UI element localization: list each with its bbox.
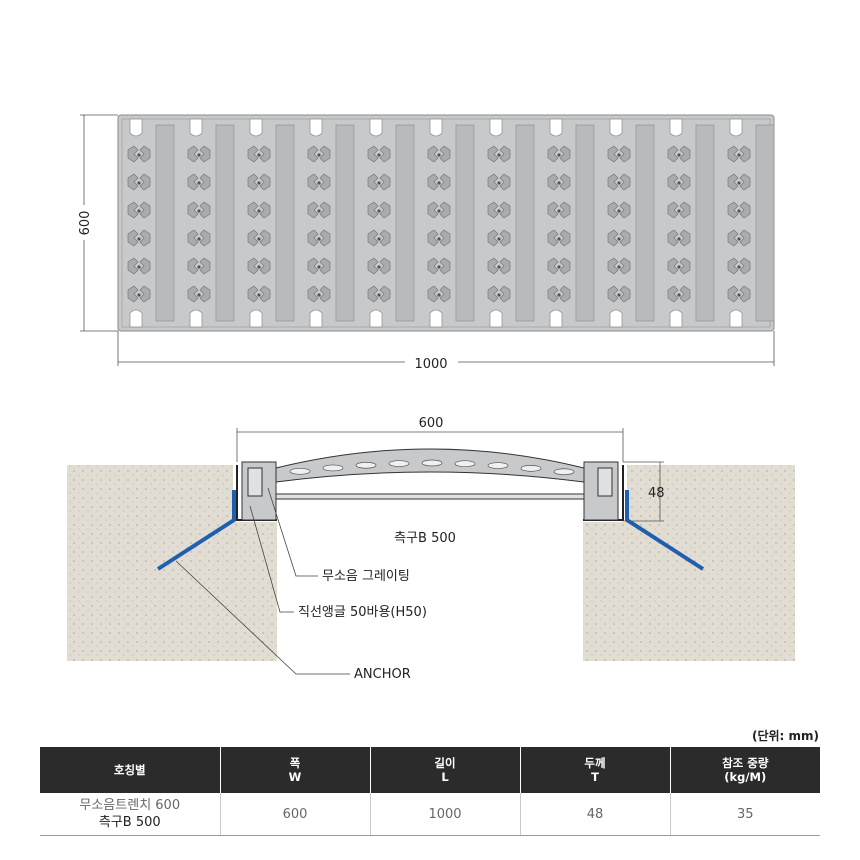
dimension-width	[117, 331, 775, 366]
anchor-left	[156, 490, 236, 571]
concrete-left	[67, 465, 277, 661]
concrete-right	[583, 465, 795, 661]
section-dimension-thickness	[623, 461, 664, 522]
section-center-label: 측구B 500	[394, 531, 456, 546]
dimension-height	[80, 114, 118, 332]
grating-top-view	[117, 114, 775, 332]
cell-width: 600	[219, 793, 370, 836]
callout-grating: 무소음 그레이팅	[322, 569, 410, 584]
unit-note: (단위: mm)	[751, 729, 819, 743]
header-name: 호칭별	[40, 747, 220, 793]
technical-drawing: 600 1000	[67, 114, 795, 682]
header-weight: 참조 중량(kg/M)	[669, 747, 820, 793]
callout-anchor: ANCHOR	[354, 667, 411, 682]
dimension-height-label: 600	[78, 211, 93, 236]
callout-leaders	[175, 487, 350, 675]
cell-length: 1000	[369, 793, 520, 836]
section-thickness-label: 48	[648, 486, 665, 501]
section-width-label: 600	[419, 416, 444, 431]
cell-thickness: 48	[519, 793, 670, 836]
grating-section	[241, 448, 619, 521]
cell-weight: 35	[669, 793, 820, 836]
anchor-right	[625, 490, 705, 571]
section-dimension-width	[236, 428, 624, 462]
dimension-width-label: 1000	[414, 357, 447, 372]
callout-angle: 직선앵글 50바용(H50)	[298, 605, 427, 620]
